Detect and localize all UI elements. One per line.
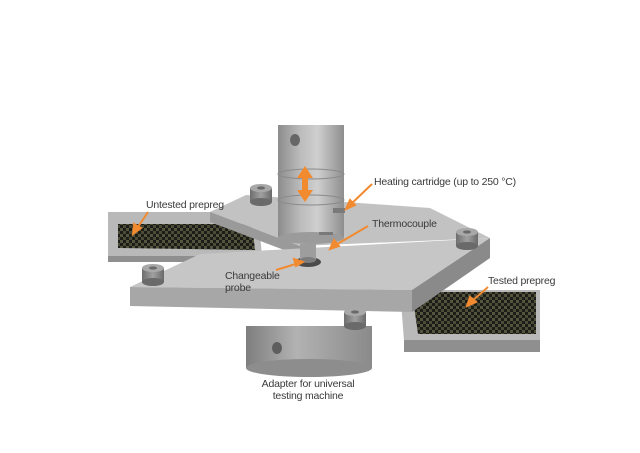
adapter-cylinder	[246, 326, 372, 377]
bolt-bottom-left	[142, 264, 164, 286]
label-changeable-probe: Changeable probe	[225, 270, 280, 294]
label-adapter-line2: testing machine	[272, 390, 344, 402]
label-thermocouple: Thermocouple	[372, 218, 437, 230]
heating-cartridge-pin	[333, 208, 345, 213]
label-untested-prepreg: Untested prepreg	[146, 199, 224, 211]
cylinder-hole	[290, 134, 300, 146]
label-tested-prepreg: Tested prepreg	[488, 275, 556, 287]
bolt-bottom-right	[344, 308, 366, 330]
label-adapter: Adapter for universal testing machine	[258, 378, 358, 402]
tested-prepreg-strip	[400, 290, 540, 352]
arrowhead-untested	[131, 222, 143, 237]
pointer-arrows	[131, 183, 489, 308]
arrowhead-heating	[344, 198, 357, 211]
label-probe-line1: Changeable	[225, 270, 280, 282]
label-heating-cartridge: Heating cartridge (up to 250 °C)	[374, 176, 516, 188]
label-probe-line2: probe	[225, 282, 251, 294]
bolt-top-right	[456, 228, 478, 250]
arrowhead-probe	[292, 257, 306, 268]
bolt-top-left	[250, 184, 272, 206]
arrowhead-tested	[465, 295, 478, 308]
thermocouple-pin	[319, 232, 333, 235]
adapter-hole	[272, 342, 282, 354]
arrowhead-thermocouple	[328, 238, 341, 251]
double-arrow-up-down-icon	[297, 166, 313, 202]
heating-cylinder	[277, 125, 345, 244]
arrow-thermocouple	[333, 225, 369, 247]
label-adapter-line1: Adapter for universal	[261, 378, 355, 390]
